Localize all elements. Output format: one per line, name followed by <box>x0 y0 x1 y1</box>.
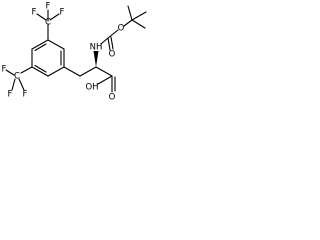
bond-c-f3-left <box>18 78 25 91</box>
bond-carbamate-o-double <box>110 36 114 50</box>
acid-oh-label: OH <box>85 83 98 93</box>
ring-bond-3 <box>47 66 65 77</box>
bond-ch2-alpha <box>79 66 97 77</box>
bond-ring-cf3-left <box>20 66 33 74</box>
boc-group: O O <box>100 5 147 60</box>
carbamate-o-label: O <box>118 24 125 34</box>
bond-tbu-me2 <box>131 11 147 21</box>
bond-c-f3-top <box>49 13 60 21</box>
cf3-left-f3-label: F <box>23 90 28 100</box>
ring-double-2 <box>34 64 47 73</box>
bond-tbu-me1 <box>127 5 133 21</box>
ring-bond-6 <box>31 39 49 50</box>
acid-o-label: O <box>109 93 116 103</box>
ring-double-3 <box>34 43 47 52</box>
bond-c-f1-left <box>5 69 15 76</box>
cf3-left-group: C F F F <box>2 65 33 100</box>
side-chain: NH O OH <box>63 43 116 103</box>
cf3-top-group: C F F F <box>32 2 65 41</box>
bond-carbamate-o <box>107 37 111 51</box>
benzene-ring <box>31 39 65 77</box>
cf3-left-carbon-label: C <box>14 72 20 82</box>
bond-carboxyl-oh <box>97 75 113 85</box>
amine-nh-label: NH <box>90 43 103 53</box>
bond-nh-carbamate <box>100 37 109 45</box>
stereo-wedge-bond <box>93 51 99 67</box>
structure-svg: C F F F C F F F NH O OH <box>2 2 147 103</box>
cf3-left-f1-label: F <box>2 65 7 75</box>
cf3-top-carbon-label: C <box>45 18 51 28</box>
cf3-top-f2-label: F <box>32 8 37 18</box>
bond-c-f2-top <box>36 13 47 21</box>
cf3-top-f1-label: F <box>46 2 51 12</box>
ring-bond-4 <box>31 66 49 77</box>
bond-alpha-carboxyl <box>95 66 113 77</box>
molecule-diagram: C F F F C F F F NH O OH <box>0 0 159 117</box>
bond-tbu-me3 <box>131 19 146 29</box>
cf3-left-f2-label: F <box>8 90 13 100</box>
cf3-top-f3-label: F <box>60 8 65 18</box>
bond-ring-ch2 <box>63 66 81 77</box>
bond-c-f2-left <box>11 78 16 91</box>
bond-o-tbu <box>123 19 133 27</box>
ring-bond-1 <box>47 39 65 50</box>
bond-carbamate-ester-o <box>107 29 119 39</box>
carbonyl-o-label: O <box>109 50 116 60</box>
